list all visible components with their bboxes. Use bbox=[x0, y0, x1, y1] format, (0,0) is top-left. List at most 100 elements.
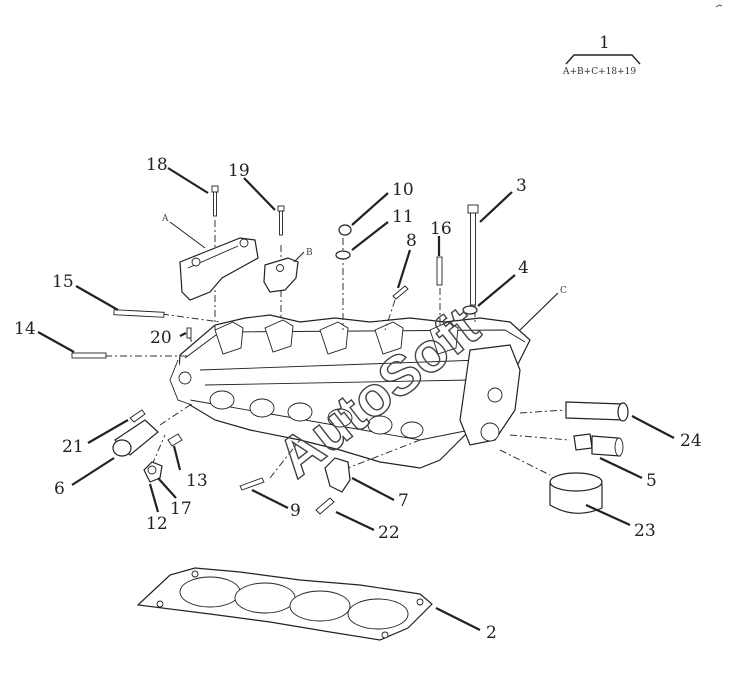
assembly-number: 1 bbox=[599, 33, 610, 53]
bearing-cap-b-body bbox=[263, 257, 299, 293]
gasket-hole-4 bbox=[381, 631, 389, 639]
callout-9: 9 bbox=[290, 501, 301, 521]
port-2 bbox=[249, 398, 275, 418]
dash-9 bbox=[269, 439, 301, 479]
dash-24 bbox=[519, 409, 566, 414]
bolt-19 bbox=[277, 205, 285, 236]
solenoid-6-face bbox=[112, 439, 132, 457]
callout-23: 23 bbox=[634, 521, 656, 541]
bearing-cap-a-hole-2 bbox=[239, 238, 249, 248]
gasket-bore-4 bbox=[347, 598, 409, 630]
leader-24 bbox=[631, 415, 675, 439]
letter-b-leader bbox=[293, 251, 305, 263]
long-bolt-3 bbox=[467, 204, 479, 306]
bolt-22 bbox=[315, 497, 335, 515]
assembly-formula: A+B+C+18+19 bbox=[562, 67, 636, 77]
callout-8: 8 bbox=[406, 231, 417, 251]
leader-4 bbox=[477, 274, 516, 307]
callout-19: 19 bbox=[228, 161, 250, 181]
callout-6: 6 bbox=[54, 479, 65, 499]
callout-10: 10 bbox=[392, 180, 414, 200]
letter-c: C bbox=[560, 286, 567, 296]
stud-15 bbox=[113, 309, 165, 318]
gasket-hole-1 bbox=[156, 600, 164, 608]
bolt-3-shank bbox=[470, 212, 476, 306]
leader-22 bbox=[335, 511, 375, 531]
bolt-19-head bbox=[277, 205, 285, 212]
stud-14 bbox=[71, 352, 107, 359]
port-6 bbox=[400, 421, 424, 439]
callout-13: 13 bbox=[186, 471, 208, 491]
plug-24 bbox=[565, 401, 629, 422]
gasket-bore-2 bbox=[234, 582, 296, 614]
leader-20 bbox=[179, 332, 187, 337]
letter-c-leader bbox=[519, 292, 559, 331]
left-end-bore bbox=[178, 371, 192, 385]
callout-12: 12 bbox=[146, 514, 168, 534]
leader-18 bbox=[167, 167, 209, 194]
washer-4 bbox=[462, 305, 478, 315]
leader-7 bbox=[351, 477, 395, 501]
cam-bridge-4 bbox=[374, 321, 404, 355]
leader-13 bbox=[172, 445, 182, 471]
cup-23-top bbox=[549, 472, 603, 492]
head-gasket-2 bbox=[136, 567, 433, 641]
leader-21 bbox=[87, 419, 129, 444]
solenoid-6 bbox=[112, 419, 159, 457]
port-1 bbox=[209, 390, 235, 410]
callout-22: 22 bbox=[378, 523, 400, 543]
corner-mark bbox=[715, 4, 723, 8]
bolt-21 bbox=[129, 409, 146, 423]
plug-24-end bbox=[617, 402, 629, 422]
fitting-13 bbox=[167, 433, 183, 447]
callout-15: 15 bbox=[52, 272, 74, 292]
leader-10 bbox=[351, 192, 389, 226]
cam-bridge-3 bbox=[319, 321, 349, 355]
callout-16: 16 bbox=[430, 219, 452, 239]
bearing-cap-a-body bbox=[179, 237, 259, 301]
callout-20: 20 bbox=[150, 328, 172, 348]
pin-20 bbox=[186, 327, 192, 339]
leader-8 bbox=[396, 249, 412, 289]
bolt-18-head bbox=[211, 185, 219, 193]
dash-8 bbox=[384, 299, 396, 331]
callout-3: 3 bbox=[516, 176, 527, 196]
leader-12 bbox=[148, 483, 160, 513]
dash-15 bbox=[161, 313, 221, 323]
bolt-3-head bbox=[467, 204, 479, 214]
leader-23 bbox=[585, 503, 631, 527]
assembly-header: 1 A+B+C+18+19 bbox=[562, 33, 641, 77]
cam-bridge-5 bbox=[429, 321, 459, 355]
head-rib-1 bbox=[199, 359, 481, 371]
bolt-19-shank bbox=[279, 210, 283, 236]
leader-6 bbox=[71, 457, 115, 486]
stud-9 bbox=[239, 477, 265, 491]
end-housing-port bbox=[487, 387, 503, 403]
leader-lines bbox=[37, 167, 675, 631]
callout-11: 11 bbox=[392, 207, 414, 227]
dash-6 bbox=[159, 404, 191, 426]
sensor-12-17 bbox=[143, 461, 163, 483]
bolt-18-shank bbox=[213, 191, 217, 217]
gasket-hole-2 bbox=[191, 570, 199, 578]
bolt-18 bbox=[211, 185, 219, 217]
callout-2: 2 bbox=[486, 623, 497, 643]
callout-numbers: 18 19 10 11 3 8 16 4 15 14 20 21 6 13 17… bbox=[14, 155, 702, 643]
sensor-5-end bbox=[614, 437, 624, 457]
port-5 bbox=[367, 415, 393, 435]
callout-24: 24 bbox=[680, 431, 702, 451]
cam-bridge-2 bbox=[264, 319, 294, 353]
cylinder-head bbox=[169, 314, 531, 469]
sensor-12-face bbox=[147, 465, 157, 475]
stud-8 bbox=[392, 285, 409, 300]
bearing-cap-a-hole-1 bbox=[191, 257, 201, 267]
leader-9 bbox=[251, 489, 289, 509]
cup-23 bbox=[549, 472, 603, 514]
letter-b: B bbox=[306, 248, 313, 258]
leader-2 bbox=[435, 607, 481, 631]
plug-10 bbox=[338, 224, 352, 236]
sensor-5 bbox=[573, 433, 624, 457]
sensor-5-hex bbox=[573, 433, 593, 451]
end-housing-bore bbox=[480, 422, 500, 442]
